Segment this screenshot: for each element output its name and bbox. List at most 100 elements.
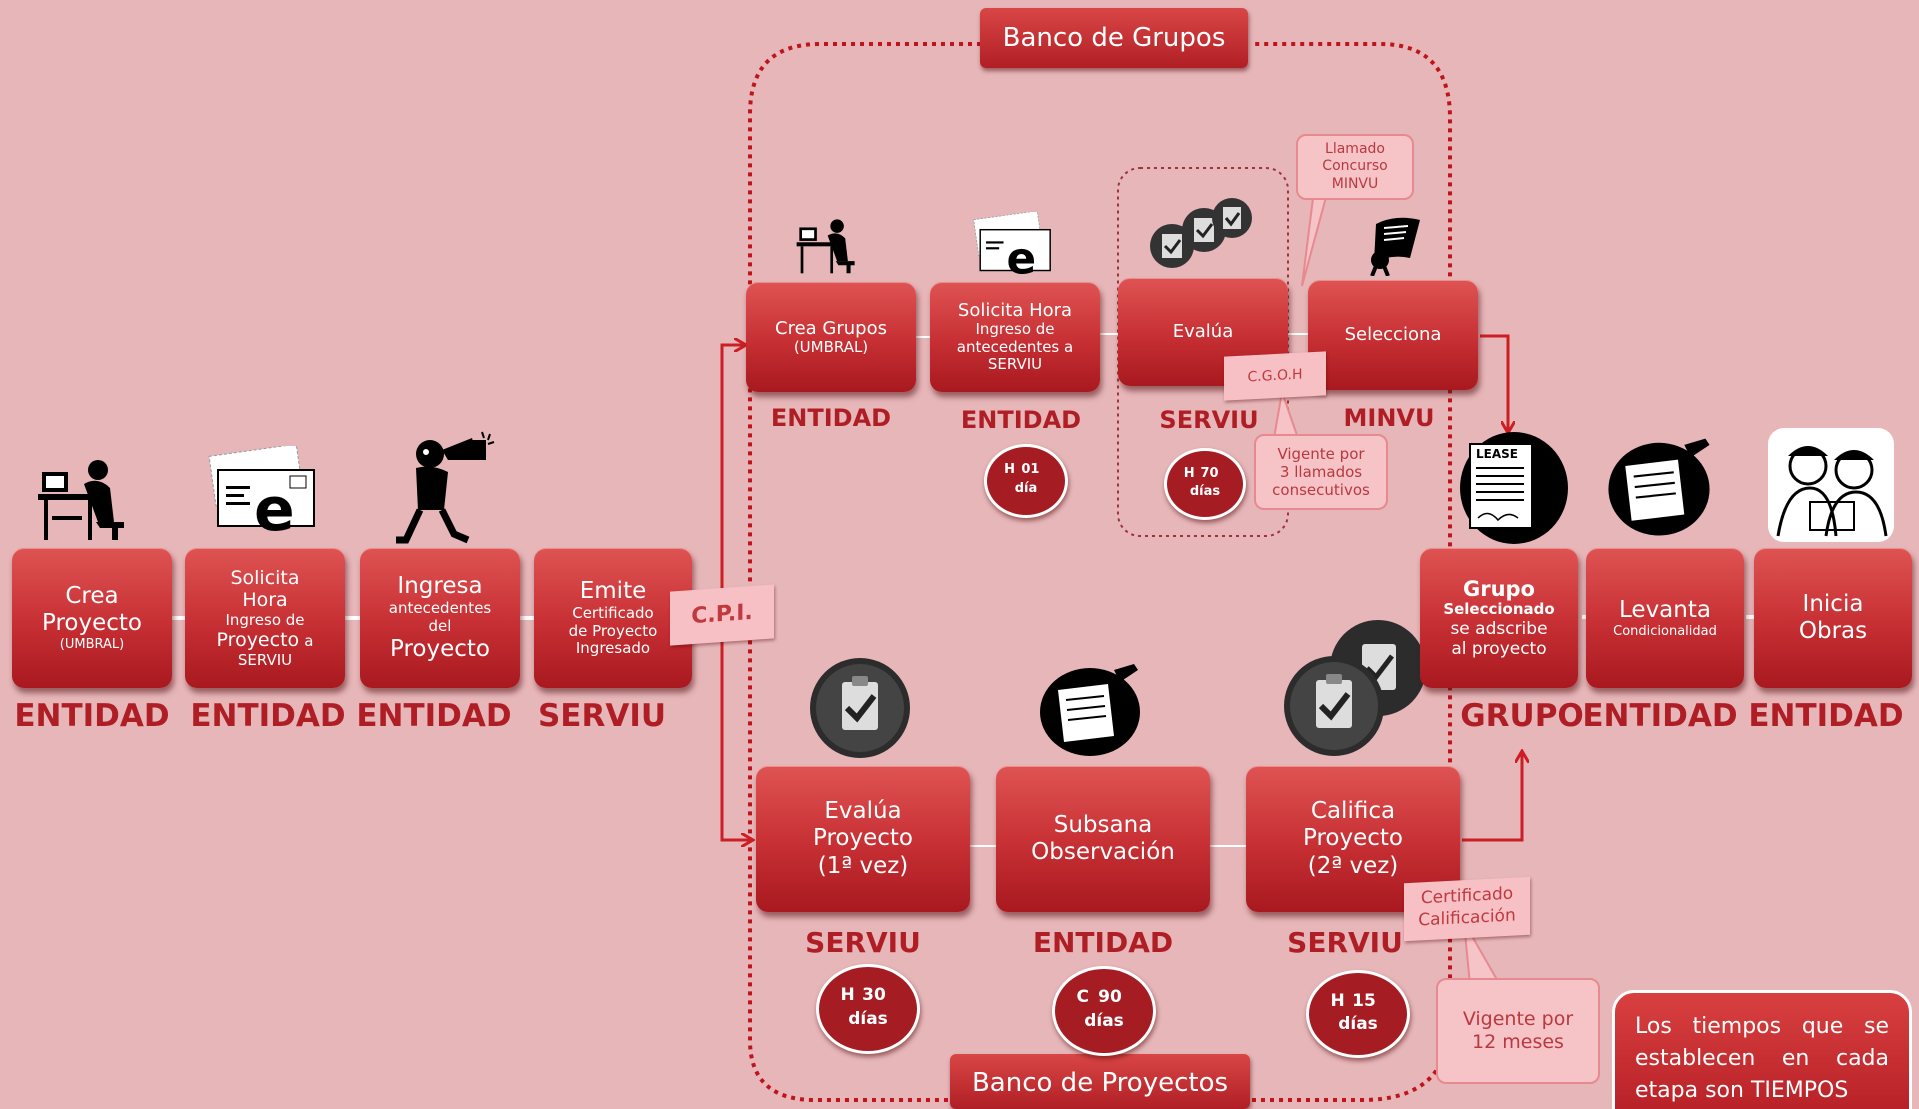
cgoh-flag: C.G.O.H xyxy=(1224,351,1326,401)
step-line: (UMBRAL) xyxy=(59,637,125,653)
timer-unit: días xyxy=(1338,1014,1378,1034)
step-line: Hora xyxy=(242,589,288,612)
step-solicita-hora: Solicita Hora Ingreso de Proyecto a SERV… xyxy=(185,548,345,688)
step-line: Evalúa xyxy=(1172,321,1234,343)
role-label: SERVIU xyxy=(805,926,921,959)
callout-line: Vigente por xyxy=(1462,1007,1574,1030)
times-note: Los tiempos que se establecen en cada et… xyxy=(1612,990,1912,1109)
step-line: Grupo xyxy=(1462,576,1535,601)
cpi-flag: C.P.I. xyxy=(670,584,774,646)
step-levanta-condicionalidad: Levanta Condicionalidad xyxy=(1586,548,1744,688)
role-label: GRUPO xyxy=(1460,698,1584,734)
timer-evalua-proyecto: H 30 días xyxy=(816,964,920,1054)
timer-unit: días xyxy=(1084,1011,1124,1031)
step-line: Ingresado xyxy=(575,639,651,658)
role-label: MINVU xyxy=(1343,404,1435,432)
step-line: Inicia xyxy=(1802,590,1864,617)
timer-label: H xyxy=(840,985,855,1006)
callout-line: MINVU xyxy=(1331,175,1379,192)
timer-value: 70 xyxy=(1200,465,1219,481)
step-line: Seleccionado xyxy=(1443,600,1555,619)
step-emite-certificado: Emite Certificado de Proyecto Ingresado xyxy=(534,548,692,688)
role-label: ENTIDAD xyxy=(14,698,170,734)
step-selecciona: Selecciona xyxy=(1308,280,1478,390)
timer-value: 01 xyxy=(1021,461,1040,477)
step-evalua-proyecto: Evalúa Proyecto (1ª vez) xyxy=(756,766,970,912)
banco-grupos-banner: Banco de Grupos xyxy=(980,8,1248,68)
timer-label: H xyxy=(1183,465,1195,481)
step-inicia-obras: Inicia Obras xyxy=(1754,548,1912,688)
timer-solicita-hora: H 01 día xyxy=(984,444,1068,518)
timer-label: H xyxy=(1004,461,1016,477)
document-writing-icon xyxy=(1608,438,1710,536)
step-line: Solicita xyxy=(230,566,300,589)
role-label: ENTIDAD xyxy=(356,698,512,734)
role-label: ENTIDAD xyxy=(1032,926,1174,959)
certificado-calificacion-flag: Certificado Calificación xyxy=(1404,876,1530,942)
step-line: Subsana xyxy=(1053,811,1153,838)
step-line: Proyecto xyxy=(813,825,913,852)
lease-document-icon: LEASE xyxy=(1460,432,1568,544)
workers-icon xyxy=(1768,428,1894,542)
role-label: SERVIU xyxy=(1287,926,1403,959)
timer-califica: H 15 días xyxy=(1306,970,1410,1058)
step-line: se adscribe xyxy=(1450,619,1548,640)
timer-value: 15 xyxy=(1352,991,1376,1012)
role-label: ENTIDAD xyxy=(960,406,1082,434)
step-line: Proyecto a xyxy=(216,629,314,652)
step-line: Ingresa xyxy=(397,573,483,600)
role-label: ENTIDAD xyxy=(1748,698,1904,734)
step-crea-proyecto: Crea Proyecto (UMBRAL) xyxy=(12,548,172,688)
role-label: SERVIU xyxy=(1159,406,1259,434)
svg-text:e: e xyxy=(1006,233,1036,278)
step-line: Observación xyxy=(1031,839,1175,865)
step-line: Crea xyxy=(65,583,119,610)
step-line: Evalúa xyxy=(824,798,902,825)
megaphone-person-icon xyxy=(396,431,495,544)
computer-user-icon xyxy=(38,460,124,540)
email-envelope-icon: e xyxy=(208,446,315,536)
step-line: del xyxy=(428,617,452,635)
step-line: Califica xyxy=(1310,798,1396,825)
step-line: Ingreso de xyxy=(225,610,305,629)
step-line: SERVIU xyxy=(237,650,293,669)
banco-proyectos-banner: Banco de Proyectos xyxy=(950,1054,1250,1109)
step-line: (2ª vez) xyxy=(1307,852,1399,879)
step-grupo-seleccionado: Grupo Seleccionado se adscribe al proyec… xyxy=(1420,548,1578,688)
step-line: antecedentes xyxy=(388,599,492,618)
document-writing-icon xyxy=(1040,664,1140,756)
step-line: Certificado xyxy=(572,604,654,623)
clipboard-check-icon xyxy=(1150,198,1252,268)
role-label: ENTIDAD xyxy=(1582,698,1738,734)
step-line: Crea Grupos xyxy=(775,317,887,339)
role-label: ENTIDAD xyxy=(190,698,346,734)
callout-line: 3 llamados xyxy=(1279,462,1363,481)
timer-unit: día xyxy=(1014,481,1038,496)
step-line: (UMBRAL) xyxy=(793,337,869,356)
step-line: Proyecto xyxy=(390,635,490,662)
step-line: Condicionalidad xyxy=(1613,623,1717,639)
timer-value: 90 xyxy=(1098,987,1122,1008)
step-crea-grupos: Crea Grupos (UMBRAL) xyxy=(746,282,916,392)
step-line: Proyecto xyxy=(42,610,142,637)
lease-label: LEASE xyxy=(1476,447,1518,461)
step-line: Solicita Hora xyxy=(957,299,1073,321)
certificate-scroll-icon xyxy=(1370,217,1420,276)
computer-user-icon xyxy=(796,219,855,274)
timer-value: 30 xyxy=(862,985,886,1006)
clipboard-check-icon xyxy=(1284,620,1426,756)
step-ingresa-antecedentes: Ingresa antecedentes del Proyecto xyxy=(360,548,520,688)
timer-subsana: C 90 días xyxy=(1052,966,1156,1056)
timer-unit: días xyxy=(1189,484,1221,499)
timer-unit: días xyxy=(848,1009,888,1029)
step-line: Proyecto xyxy=(1303,825,1403,852)
timer-label: H xyxy=(1330,991,1345,1012)
step-line: al proyecto xyxy=(1451,639,1547,660)
step-subsana-observacion: Subsana Observación xyxy=(996,766,1210,912)
step-line: Levanta xyxy=(1619,596,1711,623)
timer-label: C xyxy=(1076,987,1090,1008)
step-line: Emite xyxy=(579,577,647,604)
